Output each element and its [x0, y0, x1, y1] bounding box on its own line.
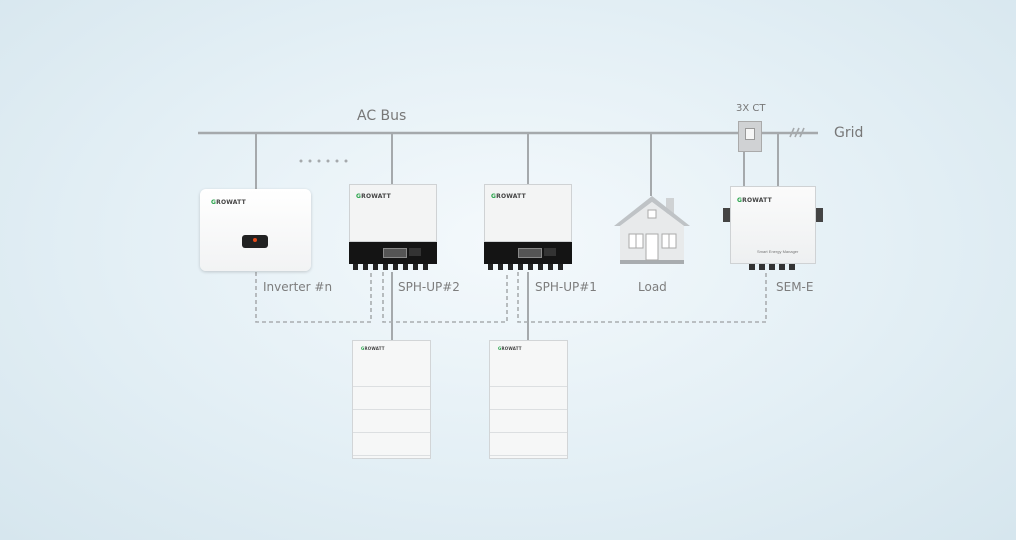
sph-up-1: GROWATT — [484, 184, 572, 272]
battery-modules — [353, 364, 430, 459]
sph2-label: SPH-UP#2 — [398, 280, 460, 294]
brand-logo: GROWATT — [491, 193, 526, 200]
load-label: Load — [638, 280, 667, 294]
lcd-screen — [383, 248, 407, 258]
battery-2: GROWATT — [352, 340, 431, 459]
sem-label: SEM-E — [776, 280, 814, 294]
house-icon — [614, 196, 690, 264]
grid-label: Grid — [834, 125, 864, 141]
ellipsis-dots — [299, 159, 348, 163]
battery-modules — [490, 364, 567, 459]
sph1-label: SPH-UP#1 — [535, 280, 597, 294]
brand-logo: GROWATT — [361, 346, 385, 351]
comm-dashed-lines — [255, 272, 767, 323]
battery-1: GROWATT — [489, 340, 568, 459]
ct-sensor — [738, 121, 762, 152]
brand-logo: GROWATT — [498, 346, 522, 351]
inverter-n: GROWATT — [200, 189, 311, 271]
connector-row — [353, 264, 433, 270]
sph-up-2: GROWATT — [349, 184, 437, 272]
connector-row — [488, 264, 568, 270]
ct-label: 3X CT — [736, 103, 766, 114]
inverter-display — [242, 235, 268, 248]
brand-logo: GROWATT — [211, 199, 246, 206]
lcd-screen — [518, 248, 542, 258]
sem-e: GROWATT Smart Energy Manager — [723, 186, 823, 272]
connector-row — [749, 264, 795, 270]
line-break-symbol — [789, 127, 805, 138]
inverter-n-label: Inverter #n — [263, 280, 333, 294]
brand-logo: GROWATT — [356, 193, 391, 200]
sem-panel-text: Smart Energy Manager — [757, 249, 799, 254]
status-light-icon — [253, 238, 257, 242]
ac-bus-label: AC Bus — [357, 108, 407, 124]
brand-logo: GROWATT — [737, 197, 772, 204]
